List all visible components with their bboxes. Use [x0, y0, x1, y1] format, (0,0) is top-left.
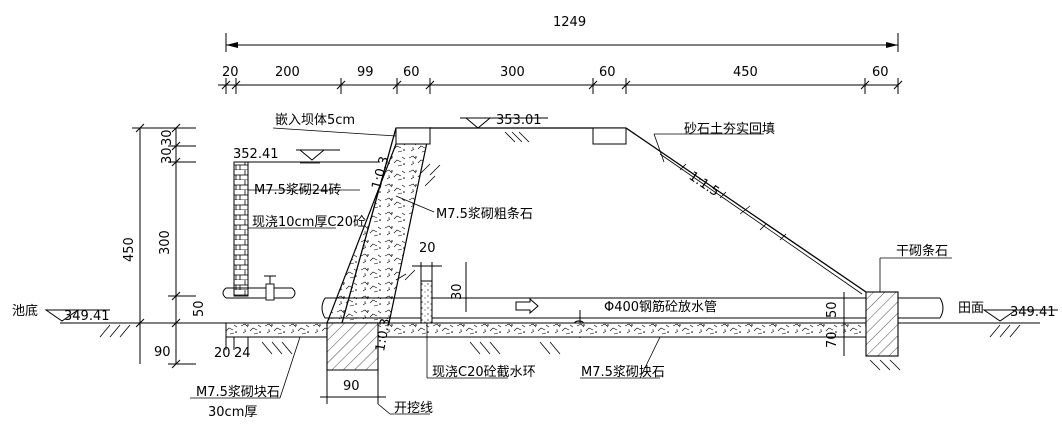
- height-450: 450: [122, 237, 137, 262]
- trench-width: 90: [343, 379, 360, 394]
- dam-body: [326, 126, 867, 324]
- valve-icon: [265, 283, 275, 301]
- seg-5: 300: [500, 65, 525, 80]
- cast-concrete-label: 现浇10cm厚C20砼: [252, 215, 366, 230]
- small-dim-20: 20: [214, 346, 231, 361]
- cutoff-height: 30: [450, 283, 465, 300]
- seg-2: 200: [275, 65, 300, 80]
- seg-7: 450: [733, 65, 758, 80]
- block-stone-bed: [225, 322, 869, 338]
- seg-6: 60: [599, 65, 616, 80]
- height-300: 300: [158, 230, 173, 255]
- total-dimension: 1249: [225, 15, 899, 52]
- block-stone-left-label: M7.5浆砌块石: [196, 385, 280, 400]
- height-50: 50: [192, 300, 207, 317]
- field-elevation: 349.41: [1010, 305, 1056, 320]
- annotations: 嵌入坝体5cm M7.5浆砌24砖 现浇10cm厚C20砼 M7.5浆砌粗条石 …: [190, 113, 952, 420]
- right-pipe-height: 50: [825, 301, 840, 318]
- crest-block-right: [592, 127, 627, 145]
- cutoff-width: 20: [419, 241, 436, 256]
- crest-triangle-icon: [464, 117, 492, 129]
- height-30-second: 30: [160, 147, 175, 164]
- dry-stone-block: [865, 291, 899, 357]
- coarse-stone-label: M7.5浆砌粗条石: [436, 206, 533, 222]
- brick-wall-label: M7.5浆砌24砖: [254, 183, 341, 198]
- embed-label: 嵌入坝体5cm: [275, 113, 355, 128]
- cutoff-ring-label: 现浇C20砼截水环: [432, 365, 536, 380]
- flow-direction-arrow-icon: [515, 297, 539, 315]
- total-dimension-label: 1249: [553, 15, 586, 30]
- crest-elevation: 353.01: [496, 113, 542, 128]
- small-dim-24: 24: [234, 346, 251, 361]
- dry-stone-label: 干砌条石: [896, 243, 948, 259]
- backfill-label: 砂石土夯实回填: [684, 122, 775, 137]
- seg-1: 20: [222, 65, 239, 80]
- field-level: 田面 349.41: [958, 301, 1058, 322]
- trench-slope: 1:0.3: [373, 317, 394, 352]
- height-90: 90: [154, 345, 171, 360]
- field-label: 田面: [958, 301, 984, 316]
- pond-bottom-label: 池底: [12, 303, 38, 319]
- seg-3: 99: [357, 65, 374, 80]
- right-found-height: 70: [825, 331, 840, 348]
- block-stone-left-thickness: 30cm厚: [208, 405, 257, 420]
- ground-line: [60, 322, 1040, 338]
- water-elevation: 352.41: [233, 147, 279, 162]
- brick-wall: [233, 161, 249, 297]
- pond-bottom-level: 池底 349.41: [12, 303, 110, 324]
- excavation-label: 开挖线: [394, 401, 433, 416]
- left-vertical-dimensions: 30 30 450 300 50 90: [122, 123, 207, 369]
- seg-8: 60: [872, 65, 889, 80]
- height-30-top: 30: [160, 129, 175, 146]
- segment-dimensions: 20 200 99 60 300 60 450 60: [218, 65, 903, 94]
- seg-4: 60: [403, 65, 420, 80]
- excavation-trench: [326, 322, 379, 371]
- pond-bottom-elevation: 349.41: [64, 309, 110, 324]
- cutoff-ring: [420, 280, 433, 324]
- pipe-label: Φ400钢筋砼放水管: [604, 299, 717, 315]
- water-level-triangle-icon: [298, 149, 326, 161]
- slope-down-label: 1:1.5: [686, 169, 722, 200]
- block-stone-right-label: M7.5浆砌块石: [581, 365, 665, 380]
